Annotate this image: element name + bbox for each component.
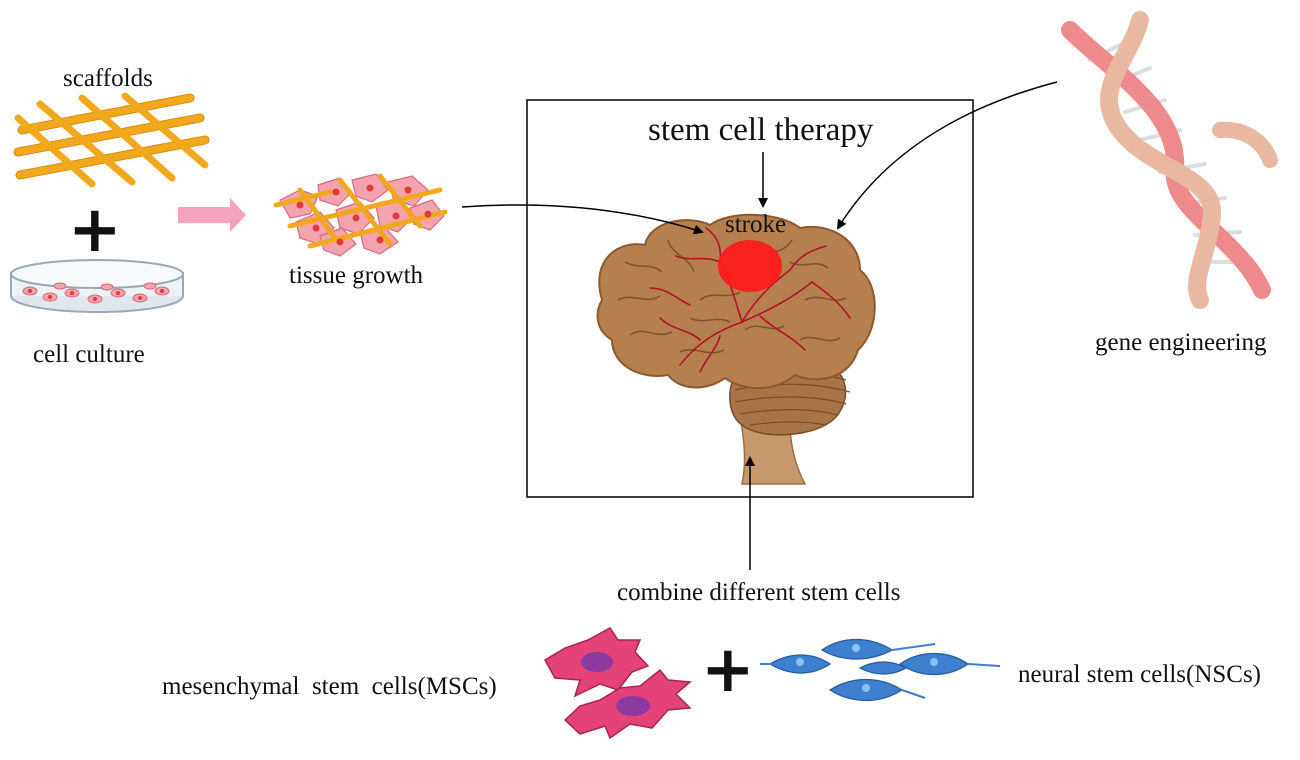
scaffold-icon — [13, 92, 210, 188]
petri-dish-icon — [10, 259, 184, 313]
scaffolds-label: scaffolds — [63, 65, 153, 92]
combine-stem-cells-label: combine different stem cells — [617, 579, 901, 606]
mscs-label: mesenchymal stem cells(MSCs) — [162, 673, 497, 700]
stroke-lesion — [718, 240, 782, 292]
nscs-label: neural stem cells(NSCs) — [1018, 661, 1262, 688]
dna-helix-icon — [1061, 11, 1278, 309]
cell-culture-label: cell culture — [33, 341, 145, 368]
tissue-growth-label: tissue growth — [289, 262, 424, 289]
nsc-cells-icon — [760, 639, 1001, 701]
plus-icon: + — [68, 193, 122, 267]
tissue-to-stroke-arrow — [461, 204, 704, 235]
plus-icon: + — [701, 633, 755, 707]
stem-cell-therapy-title: stem cell therapy — [648, 112, 874, 148]
brain-icon — [596, 213, 876, 485]
tissue-growth-icon — [273, 173, 448, 257]
msc-cells-icon — [543, 627, 692, 740]
gene-engineering-label: gene engineering — [1095, 329, 1267, 356]
stroke-label: stroke — [725, 211, 787, 238]
process-arrow-icon — [178, 198, 246, 232]
gene-to-stroke-arrow — [836, 81, 1058, 230]
